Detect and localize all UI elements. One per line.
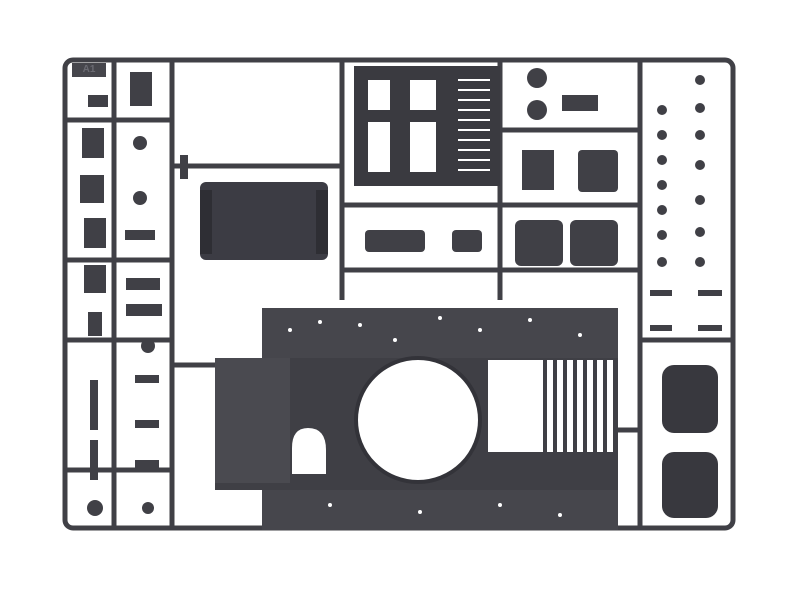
- sprue-label: A1: [72, 63, 106, 77]
- rear-plate-part: [200, 182, 328, 260]
- hull-part: [215, 308, 618, 530]
- upper-panel-part: [354, 66, 500, 186]
- small-parts-left: [80, 72, 188, 516]
- fender-parts: [662, 365, 718, 518]
- small-parts-right: [650, 75, 722, 331]
- middle-parts: [365, 68, 618, 266]
